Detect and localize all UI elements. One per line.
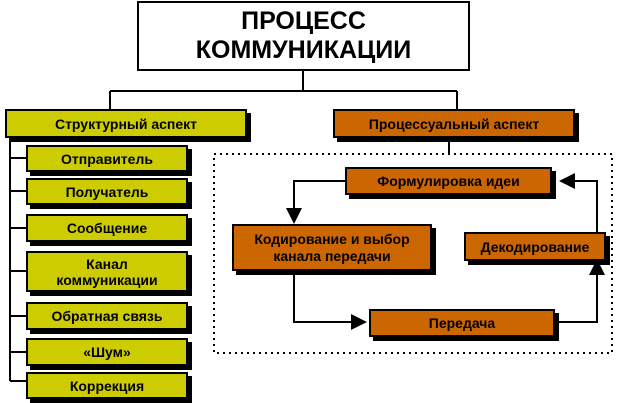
structural-item-noise: «Шум» bbox=[26, 338, 188, 366]
arrow-formulation-to-encoding bbox=[286, 180, 345, 224]
process-step-encoding: Кодирование и выбор канала передачи bbox=[232, 224, 432, 271]
structural-item-sender: Отправитель bbox=[26, 145, 188, 172]
process-step-formulation: Формулировка идеи bbox=[345, 167, 552, 195]
structural-item-correction: Коррекция bbox=[26, 372, 188, 399]
arrow-transmission-to-decoding bbox=[555, 259, 605, 323]
structural-spine bbox=[9, 138, 26, 382]
title-line-2: КОММУНИКАЦИИ bbox=[195, 36, 412, 64]
process-aspect-header: Процессуальный аспект bbox=[333, 109, 575, 138]
arrow-encoding-to-transmission bbox=[293, 271, 367, 330]
diagram-title: ПРОЦЕСС КОММУНИКАЦИИ bbox=[137, 1, 470, 71]
arrow-decoding-to-formulation bbox=[559, 173, 598, 232]
process-step-decoding: Декодирование bbox=[464, 232, 606, 261]
structural-aspect-header: Структурный аспект bbox=[5, 109, 247, 138]
process-cycle-frame bbox=[213, 153, 613, 354]
structural-item-channel: Канал коммуникации bbox=[26, 251, 188, 292]
title-line-1: ПРОЦЕСС bbox=[241, 7, 366, 35]
structural-item-message: Сообщение bbox=[26, 214, 188, 242]
structural-item-feedback: Обратная связь bbox=[26, 302, 188, 330]
structural-item-receiver: Получатель bbox=[26, 178, 188, 205]
process-step-transmission: Передача bbox=[369, 309, 555, 337]
title-connector bbox=[109, 71, 458, 109]
